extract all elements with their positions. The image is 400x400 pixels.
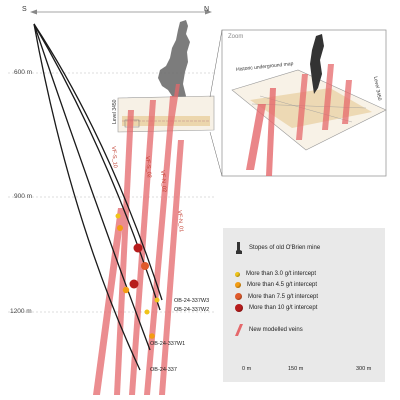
intercept-g3: [144, 309, 150, 315]
intercept-g75: [141, 262, 149, 270]
intercept-g45: [117, 225, 123, 231]
drill-hole-337: [33, 23, 141, 371]
level-3450-label: Level 3450: [112, 99, 118, 124]
intercept-g45-icon: [235, 282, 241, 288]
legend-g75: More than 7.5 g/t intercept: [235, 293, 318, 300]
intercept-g3: [115, 213, 121, 219]
legend-panel: Stopes of old O'Brien mine More than 3.0…: [223, 228, 385, 382]
scale-label-300: 300 m: [356, 366, 372, 372]
level-3450-plane: [117, 95, 215, 133]
vein-icon: [235, 324, 243, 336]
intercept-g45: [149, 333, 155, 339]
scale-label-0: 0 m: [242, 366, 252, 372]
drill-label-337W2: OB-24-337W2: [174, 307, 210, 313]
old-mine-stopes: [158, 20, 190, 112]
compass-arrow: [30, 9, 212, 15]
intercept-g3: [154, 297, 160, 303]
legend-g3: More than 3.0 g/t intercept: [235, 271, 316, 277]
vein-plane-4: [144, 96, 176, 395]
intercept-g45: [122, 286, 130, 294]
drill-label-337W1: OB-24-337W1: [150, 341, 186, 347]
intercept-g75-icon: [235, 293, 242, 300]
depth-label-1200: 1200 m: [10, 308, 32, 315]
depth-label-600: 600 m: [14, 69, 33, 76]
drill-hole-337W3: [33, 23, 163, 301]
drill-label-337W3: OB-24-337W3: [174, 298, 210, 304]
vein-plane-6: [168, 84, 180, 135]
vein-plane-5: [159, 140, 184, 395]
scale-label-150: 150 m: [288, 366, 304, 372]
drill-label-337: OB-24-337: [150, 367, 177, 373]
stope-icon: [236, 242, 242, 254]
zoom-title: Zoom: [228, 34, 244, 40]
legend-g10: More than 10 g/t intercept: [235, 304, 317, 312]
drill-holes: [33, 23, 163, 371]
compass-north: N: [204, 6, 210, 13]
legend-g45: More than 4.5 g/t intercept: [235, 282, 317, 288]
vein-plane-3: [129, 100, 156, 395]
intercept-g10-icon: [235, 304, 243, 312]
compass-south: S: [22, 6, 27, 13]
legend-veins: New modelled veins: [235, 324, 303, 336]
intercepts: [115, 213, 160, 339]
intercept-g10: [133, 243, 143, 253]
intercept-g3-icon: [235, 271, 240, 277]
zoom-inset: [209, 29, 387, 177]
vein-plane-1: [93, 208, 125, 395]
depth-label-900: 900 m: [14, 193, 33, 200]
intercept-g10: [129, 279, 139, 289]
drill-hole-337W1: [33, 23, 151, 351]
legend-stopes: Stopes of old O'Brien mine: [235, 242, 320, 254]
